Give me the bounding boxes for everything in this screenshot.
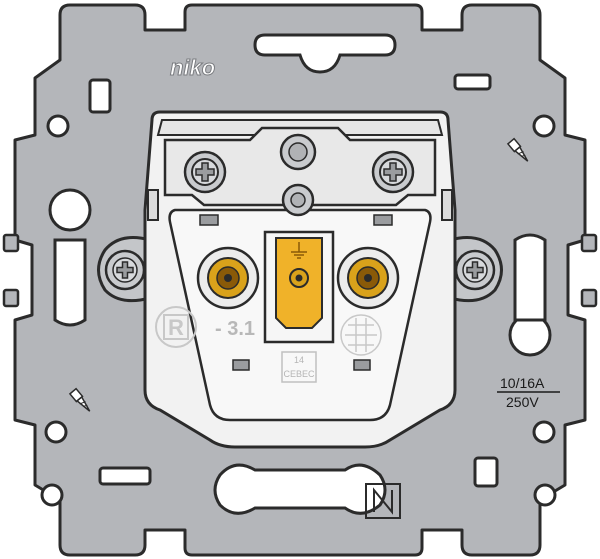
brand-logo: niko bbox=[170, 55, 215, 80]
module-post-left bbox=[147, 189, 159, 221]
frame-cutouts bbox=[40, 33, 557, 515]
bottom-keyhole-slot bbox=[213, 463, 387, 515]
earth-terminal-top bbox=[279, 133, 317, 217]
corner-hole-bottom-right bbox=[533, 483, 557, 507]
earth-pin bbox=[263, 230, 335, 344]
corner-hole-bottom-left bbox=[40, 483, 64, 507]
earth-symbol bbox=[291, 242, 307, 259]
top-right-slot bbox=[453, 73, 492, 91]
pad-upper-right bbox=[373, 214, 393, 226]
rating-current: 10/16A bbox=[500, 375, 545, 391]
n-mark-icon bbox=[365, 483, 401, 519]
corner-hole-tr bbox=[532, 114, 556, 138]
mark-code-text: - 3.1 bbox=[215, 318, 255, 340]
fixing-screw-right bbox=[454, 249, 496, 291]
r-mark-text: R bbox=[168, 315, 184, 340]
r-mark: R bbox=[155, 306, 197, 348]
left-side-slot bbox=[53, 238, 87, 327]
pad-lower-right bbox=[353, 359, 371, 371]
top-left-slot bbox=[88, 78, 112, 114]
rating-voltage: 250V bbox=[506, 394, 539, 410]
terminal-screw-right bbox=[371, 150, 415, 194]
pad-upper-left bbox=[199, 214, 219, 226]
top-keyhole-slot bbox=[253, 33, 397, 74]
right-side-slot bbox=[513, 233, 547, 322]
screw-icon bbox=[506, 137, 529, 162]
pad-lower-left bbox=[232, 359, 250, 371]
cert-mark-right bbox=[340, 314, 382, 356]
contact-pads bbox=[199, 214, 393, 371]
right-tab-lower bbox=[580, 288, 598, 308]
fixing-screw-left bbox=[104, 249, 146, 291]
cert-body-text: CEBEC bbox=[283, 369, 315, 379]
rating-label: 10/16A 250V bbox=[497, 375, 560, 410]
side-tabs bbox=[2, 233, 598, 308]
right-tab-upper bbox=[580, 233, 598, 253]
cert-number-text: 14 bbox=[294, 355, 304, 365]
bottom-right-slot bbox=[473, 456, 499, 488]
left-tab-upper bbox=[2, 233, 20, 253]
screw-icon bbox=[68, 387, 91, 412]
cebec-mark: 14 CEBEC bbox=[281, 351, 317, 383]
corner-hole-br bbox=[532, 420, 556, 444]
socket-hole-left bbox=[196, 246, 260, 310]
terminal-screw-left bbox=[183, 150, 227, 194]
socket-hole-right bbox=[336, 246, 400, 310]
bottom-left-slot bbox=[98, 466, 152, 486]
corner-hole-bl bbox=[44, 420, 68, 444]
module-post-right bbox=[441, 189, 453, 221]
left-tab-lower bbox=[2, 288, 20, 308]
left-large-hole bbox=[48, 188, 92, 232]
corner-hole-tl bbox=[46, 114, 70, 138]
